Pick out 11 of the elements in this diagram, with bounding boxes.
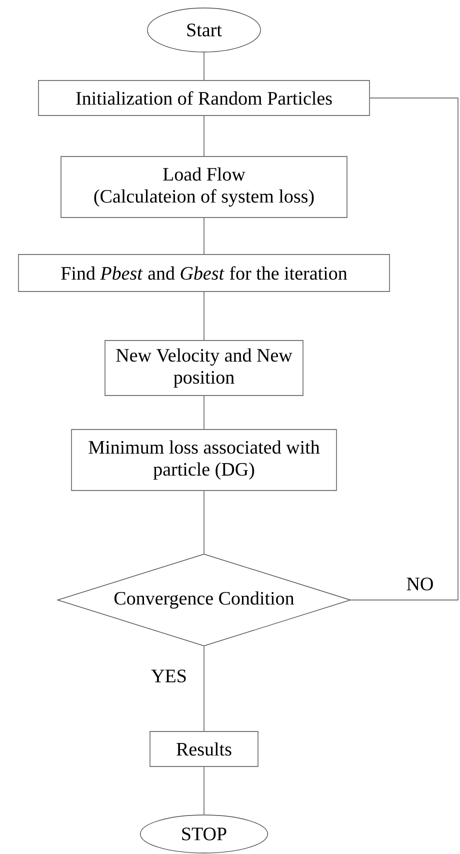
process-box: Find Pbest and Gbest for the iteration	[18, 254, 390, 292]
terminal-oval: STOP	[140, 814, 268, 854]
process-box: New Velocity and New position	[104, 340, 304, 396]
connector-line	[350, 98, 458, 600]
terminal-oval: Start	[147, 8, 261, 52]
process-box: Load Flow (Calculateion of system loss)	[60, 156, 348, 218]
process-box: Minimum loss associated with particle (DG)	[71, 429, 337, 491]
edge-label: NO	[405, 576, 435, 592]
process-box: Results	[150, 731, 258, 767]
edge-label: YES	[150, 668, 188, 684]
process-box: Initialization of Random Particles	[38, 80, 370, 116]
